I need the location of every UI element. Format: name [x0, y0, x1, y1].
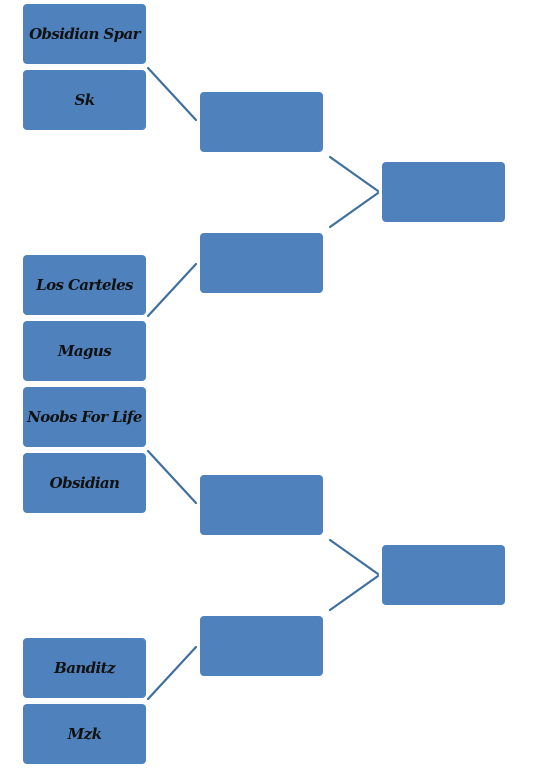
round2-slot-3 — [200, 475, 323, 535]
team-slot-sk: Sk — [23, 70, 146, 130]
round2-slot-4 — [200, 616, 323, 676]
team-label: Obsidian Spar — [29, 25, 140, 43]
connector-r2-top-a — [328, 155, 380, 193]
connector-r1-top-a — [146, 66, 198, 122]
connector-r2-bottom-b — [328, 574, 380, 612]
team-slot-los-carteles: Los Carteles — [23, 255, 146, 315]
team-slot-magus: Magus — [23, 321, 146, 381]
team-slot-obsidian-spar: Obsidian Spar — [23, 4, 146, 64]
team-label: Obsidian — [49, 474, 120, 492]
connector-r1-bottom-b — [146, 645, 198, 701]
team-slot-noobs-for-life: Noobs For Life — [23, 387, 146, 447]
connector-r2-bottom-a — [328, 538, 380, 576]
team-label: Magus — [57, 342, 112, 360]
team-label: Mzk — [67, 725, 102, 743]
round2-slot-1 — [200, 92, 323, 152]
team-label: Los Carteles — [36, 276, 133, 294]
team-label: Sk — [74, 91, 95, 109]
connector-r1-top-b — [146, 262, 198, 318]
round2-slot-2 — [200, 233, 323, 293]
connector-r1-bottom-a — [146, 449, 198, 505]
team-label: Noobs For Life — [27, 408, 142, 426]
team-slot-banditz: Banditz — [23, 638, 146, 698]
team-label: Banditz — [54, 659, 115, 677]
team-slot-obsidian: Obsidian — [23, 453, 146, 513]
team-slot-mzk: Mzk — [23, 704, 146, 764]
round3-slot-1 — [382, 162, 505, 222]
round3-slot-2 — [382, 545, 505, 605]
connector-r2-top-b — [328, 191, 380, 229]
